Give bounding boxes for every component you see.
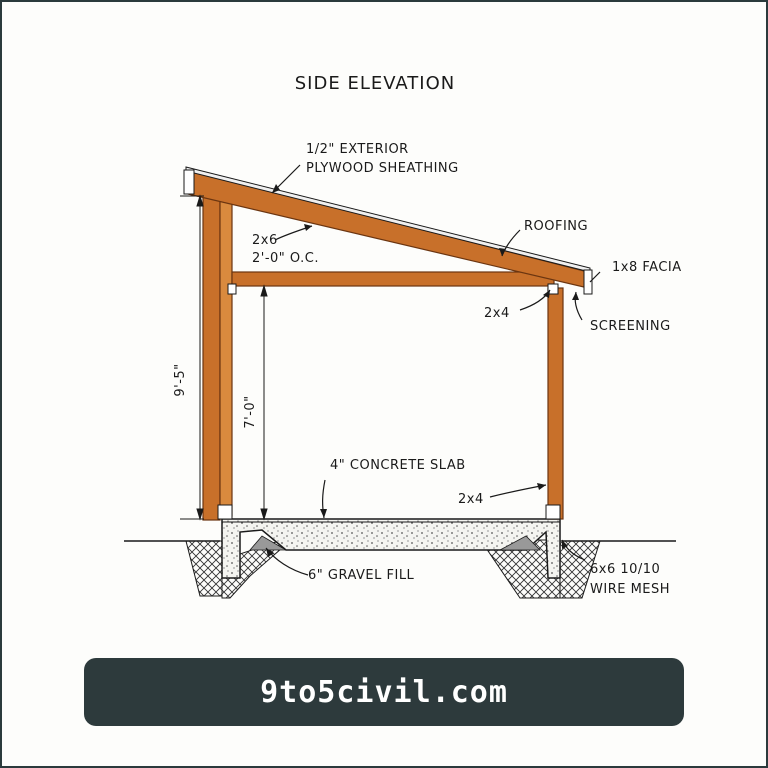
label-facia: 1x8 FACIA [612,260,682,275]
gravel-fill [249,535,541,551]
label-gravel: 6" GRAVEL FILL [308,568,415,583]
label-mesh-2: WIRE MESH [590,582,670,597]
site-url: 9to5civil.com [260,674,508,710]
concrete-slab [221,518,561,579]
facia-board [583,269,593,295]
dimension-clear-height [260,284,268,521]
header-beam [231,271,555,287]
label-rafter-2: 2'-0" O.C. [252,251,319,266]
label-mesh-1: 6x6 10/10 [590,562,660,577]
label-sheathing-1: 1/2" EXTERIOR [306,142,409,157]
left-wall-stud [202,195,221,521]
wood-framing [183,166,593,521]
label-rafter-1: 2x6 [252,233,278,248]
drawing-title: SIDE ELEVATION [295,73,455,94]
label-slab: 4" CONCRETE SLAB [330,458,466,473]
dimension-wall-height [180,194,204,521]
left-eave-block [183,169,195,195]
label-screening: SCREENING [590,319,671,334]
label-roofing: ROOFING [524,219,588,234]
site-banner: 9to5civil.com [84,658,684,726]
label-post: 2x4 [458,492,484,507]
label-top-plate: 2x4 [484,306,510,321]
left-inner-post [219,195,233,517]
right-post [547,287,564,520]
label-clear-height: 7'-0" [243,395,258,428]
label-wall-height: 9'-5" [173,363,188,396]
label-sheathing-2: PLYWOOD SHEATHING [306,161,459,176]
leader-arrowheads [266,184,579,557]
